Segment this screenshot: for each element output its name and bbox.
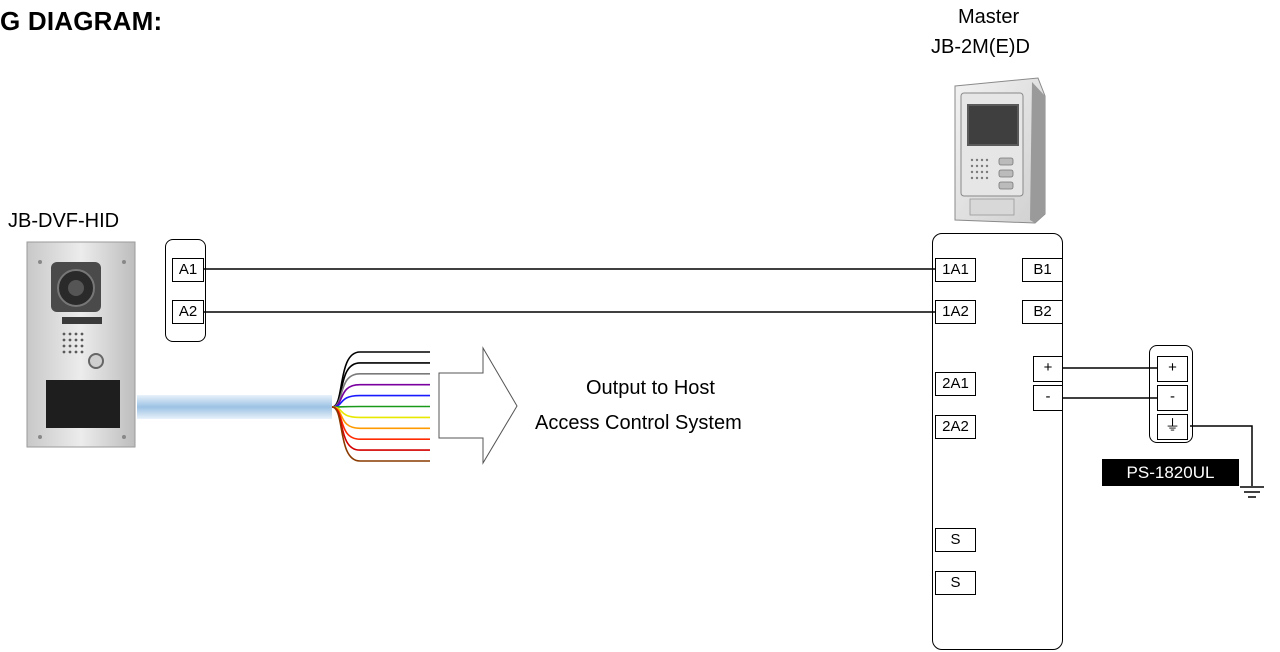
- fanout-wire: [331, 406, 430, 419]
- diagram-heading: G DIAGRAM:: [0, 6, 163, 36]
- output-label-line2: Access Control System: [535, 412, 742, 434]
- fanout-wire: [331, 405, 430, 408]
- terminal-ps-minus: -: [1157, 385, 1188, 411]
- wire-fanout: [331, 351, 430, 462]
- master-title: Master: [958, 6, 1020, 28]
- terminal-a1: A1: [172, 258, 204, 282]
- output-arrow: [438, 346, 518, 465]
- output-label-line1: Output to Host: [586, 377, 715, 399]
- ground-icon: [1240, 486, 1264, 498]
- terminal-master-plus: +: [1033, 356, 1063, 382]
- terminal-ps-ground: ⏚: [1157, 414, 1188, 440]
- fanout-wire: [331, 373, 430, 408]
- wire-ground: [1190, 425, 1253, 486]
- terminal-b2: B2: [1022, 300, 1063, 324]
- terminal-s1: S: [935, 528, 976, 552]
- fanout-wire: [331, 394, 430, 408]
- terminal-master-minus: -: [1033, 385, 1063, 411]
- terminal-b1: B1: [1022, 258, 1063, 282]
- terminal-s2: S: [935, 571, 976, 595]
- master-model: JB-2M(E)D: [931, 36, 1030, 58]
- cable: [137, 395, 332, 419]
- power-supply-label: PS-1820UL: [1102, 459, 1239, 486]
- terminal-1a2: 1A2: [935, 300, 976, 324]
- door-terminal-plate: [165, 239, 206, 342]
- master-station-image: [954, 77, 1046, 224]
- terminal-1a1: 1A1: [935, 258, 976, 282]
- power-supply-plate: [1149, 345, 1193, 443]
- terminal-a2: A2: [172, 300, 204, 324]
- terminal-2a1: 2A1: [935, 372, 976, 396]
- terminal-ps-plus: +: [1157, 356, 1188, 382]
- door-station-model: JB-DVF-HID: [8, 210, 120, 232]
- fanout-wire: [331, 406, 430, 462]
- door-station-image: [26, 241, 136, 448]
- master-terminal-board: [932, 233, 1063, 650]
- terminal-2a2: 2A2: [935, 415, 976, 439]
